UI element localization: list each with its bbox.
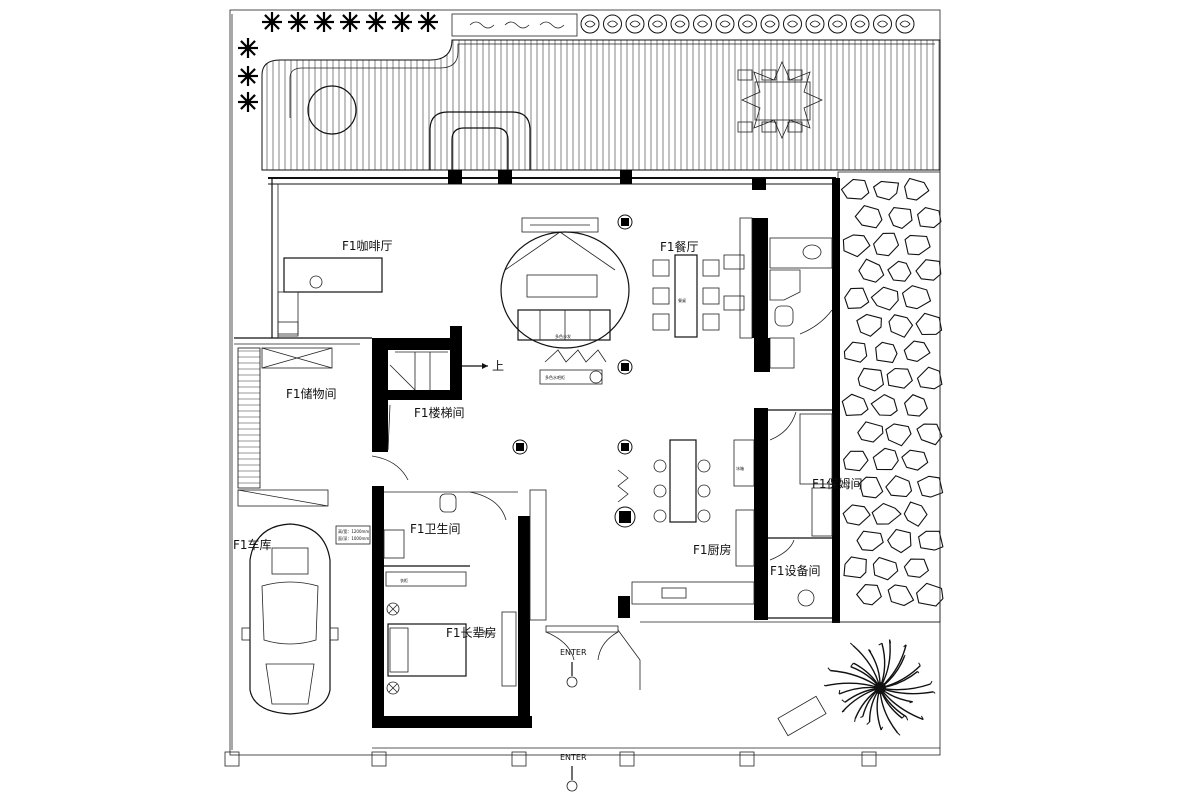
room-label-storage: F1储物间 bbox=[286, 386, 337, 401]
svg-text:面/深：1000mm: 面/深：1000mm bbox=[338, 535, 369, 541]
round-rug bbox=[500, 231, 630, 349]
equipment-room bbox=[768, 539, 832, 619]
svg-text:餐桌: 餐桌 bbox=[678, 297, 686, 303]
coffee-table bbox=[526, 274, 598, 298]
room-label-elder-room: F1长辈房 bbox=[446, 625, 497, 640]
tree-icon bbox=[823, 639, 936, 736]
main-entrance: ENTER bbox=[545, 625, 641, 690]
storage-area bbox=[237, 347, 409, 507]
car-icon bbox=[241, 523, 339, 715]
gate-entrance: ENTER bbox=[560, 753, 587, 792]
garage-area: 高/宽：1200mm 面/深：1000mm bbox=[241, 523, 371, 715]
bed bbox=[387, 623, 467, 677]
kitchen-island bbox=[669, 439, 697, 523]
palm-plants bbox=[238, 12, 438, 112]
toilet bbox=[774, 305, 794, 327]
bar-counter bbox=[283, 257, 383, 293]
nanny-room bbox=[768, 409, 833, 539]
kitchen-area: 冰箱 bbox=[617, 408, 768, 620]
hedge-shrubs bbox=[580, 14, 915, 34]
svg-text:衣柜: 衣柜 bbox=[400, 577, 408, 583]
zigzag-rug bbox=[544, 349, 607, 363]
room-label-kitchen: F1厨房 bbox=[693, 542, 732, 557]
svg-text:高/宽：1200mm: 高/宽：1200mm bbox=[338, 528, 369, 534]
room-label-stairs: F1楼梯间 bbox=[414, 405, 465, 420]
terrace bbox=[238, 12, 941, 171]
cafe-area bbox=[277, 257, 383, 337]
bay-window bbox=[429, 111, 531, 170]
room-label-cafe: F1咖啡厅 bbox=[342, 238, 393, 253]
room-label-bathroom: F1卫生间 bbox=[410, 522, 461, 536]
svg-text:多色沙发: 多色沙发 bbox=[555, 333, 571, 339]
staircase: 上 bbox=[372, 326, 504, 452]
room-label-garage: F1车库 bbox=[233, 537, 272, 552]
svg-text:ENTER: ENTER bbox=[560, 648, 587, 657]
svg-text:酒柜: 酒柜 bbox=[482, 629, 490, 635]
wardrobe bbox=[385, 571, 467, 587]
room-label-nanny: F1保姆间 bbox=[812, 477, 863, 491]
svg-text:多色水吧柜: 多色水吧柜 bbox=[545, 374, 565, 380]
stone-garden bbox=[840, 177, 944, 607]
room-label-dining: F1餐厅 bbox=[660, 239, 699, 254]
round-table bbox=[307, 85, 357, 135]
outdoor-dining-set bbox=[737, 61, 823, 139]
columns bbox=[512, 214, 636, 528]
guest-bathroom-block bbox=[739, 217, 833, 372]
wave-tiles bbox=[469, 21, 565, 29]
dining-area: 餐桌 bbox=[652, 254, 745, 338]
room-label-equipment: F1设备间 bbox=[770, 564, 821, 578]
dining-table bbox=[674, 254, 698, 338]
elder-wing: 衣柜 酒柜 bbox=[372, 486, 547, 728]
living-area: 多色沙发 多色水吧柜 bbox=[500, 217, 630, 385]
building-walls bbox=[234, 170, 840, 623]
stairs-up-label: 上 bbox=[492, 359, 504, 373]
svg-text:ENTER: ENTER bbox=[560, 753, 587, 762]
sofa bbox=[517, 309, 611, 341]
lounge-chair bbox=[777, 695, 827, 737]
svg-text:冰箱: 冰箱 bbox=[736, 465, 744, 471]
lower-yard bbox=[224, 621, 940, 767]
